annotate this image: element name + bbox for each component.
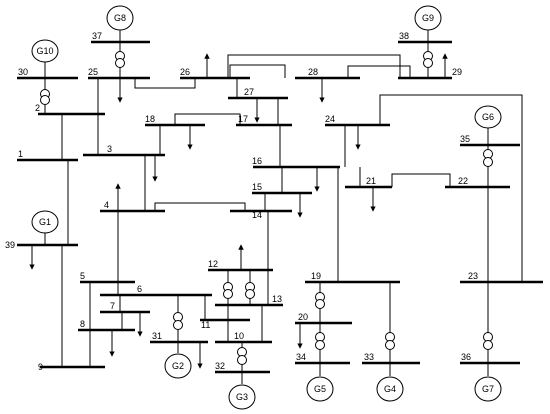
- bus-bars: [17, 40, 543, 374]
- bus-label-38: 38: [399, 31, 409, 41]
- transformer-30-2: [40, 89, 50, 105]
- transformer-12-11: [223, 282, 233, 299]
- transformer-10-32: [237, 347, 247, 365]
- transformer-37-25: [115, 51, 125, 68]
- bus-label-39: 39: [5, 240, 15, 250]
- bus-label-6: 6: [137, 284, 142, 294]
- transmission-lines: [44, 30, 523, 384]
- generator-g4-label: G4: [384, 384, 396, 394]
- generator-g8-circle: [106, 5, 134, 31]
- line-17-18: [174, 113, 241, 125]
- transformer-38-29: [423, 51, 433, 68]
- generator-g1-circle: [31, 210, 59, 234]
- line-24-23: [379, 94, 523, 282]
- transformer-23-36: [483, 332, 493, 350]
- bus-label-21: 21: [366, 176, 376, 186]
- generator-g1-label: G1: [39, 217, 51, 227]
- generator-g4-circle: [376, 376, 404, 402]
- generator-g9-circle: [414, 5, 442, 31]
- line-25-26: [134, 78, 196, 89]
- generator-g7-circle: [474, 376, 502, 402]
- bus-label-8: 8: [80, 319, 85, 329]
- bus-label-22: 22: [458, 176, 468, 186]
- bus-label-30: 30: [18, 67, 28, 77]
- generator-g10-label: G10: [36, 46, 53, 56]
- generator-g8-label: G8: [114, 13, 126, 23]
- bus-label-26: 26: [180, 67, 190, 77]
- bus-label-5: 5: [80, 271, 85, 281]
- bus-label-33: 33: [364, 352, 374, 362]
- bus-label-24: 24: [325, 114, 335, 124]
- transformer-12-13: [245, 282, 255, 299]
- generator-g3-circle: [228, 384, 256, 410]
- generator-g2-label: G2: [172, 361, 184, 371]
- bus-label-9: 9: [38, 362, 43, 372]
- bus-label-29: 29: [452, 67, 462, 77]
- bus-label-27: 27: [244, 87, 254, 97]
- generator-g7-label: G7: [482, 384, 494, 394]
- bus-label-34: 34: [296, 352, 306, 362]
- transformers: [40, 51, 493, 365]
- generator-labels: G10 G8 G9 G6 G1 G2 G3 G5 G4 G7: [36, 13, 494, 402]
- bus-label-3: 3: [107, 144, 112, 154]
- bus-label-12: 12: [208, 259, 218, 269]
- bus-label-1: 1: [18, 149, 23, 159]
- generator-g6-label: G6: [482, 112, 494, 122]
- bus-number-labels: 30 2 1 39 37 25 26 28 29 38 27 18 17 24 …: [5, 31, 478, 372]
- transformer-20-34: [315, 332, 325, 350]
- generator-g10-circle: [31, 39, 59, 63]
- generator-g9-label: G9: [422, 13, 434, 23]
- bus-label-31: 31: [152, 331, 162, 341]
- bus-label-25: 25: [88, 67, 98, 77]
- bus-label-10: 10: [234, 331, 244, 341]
- bus-label-16: 16: [252, 156, 262, 166]
- generators: [31, 5, 502, 410]
- bus-label-13: 13: [272, 294, 282, 304]
- bus-label-4: 4: [104, 200, 109, 210]
- bus-label-23: 23: [468, 271, 478, 281]
- bus-label-36: 36: [461, 352, 471, 362]
- bus-label-7: 7: [110, 301, 115, 311]
- bus-label-32: 32: [215, 361, 225, 371]
- bus-label-28: 28: [308, 67, 318, 77]
- line-21-22: [391, 173, 451, 187]
- bus-label-35: 35: [460, 134, 470, 144]
- bus-label-14: 14: [252, 210, 262, 220]
- line-26-28: [229, 64, 286, 78]
- generator-g5-circle: [306, 376, 334, 402]
- transformer-19-33: [385, 332, 395, 350]
- load-arrows: [29, 53, 448, 369]
- generator-g5-label: G5: [314, 384, 326, 394]
- bus-label-18: 18: [145, 114, 155, 124]
- bus-label-17: 17: [238, 114, 248, 124]
- transformer-19-20: [315, 292, 325, 309]
- line-4-14: [154, 202, 246, 211]
- transformer-35-22: [483, 149, 493, 167]
- generator-g3-label: G3: [236, 392, 248, 402]
- transformer-6-31: [173, 312, 183, 330]
- bus-label-2: 2: [35, 103, 40, 113]
- bus-label-15: 15: [252, 182, 262, 192]
- generator-g2-circle: [164, 353, 192, 379]
- bus-label-20: 20: [298, 312, 308, 322]
- generator-g6-circle: [474, 105, 502, 129]
- bus-label-11: 11: [201, 320, 210, 330]
- line-28-29: [347, 65, 411, 78]
- bus-label-37: 37: [92, 31, 102, 41]
- bus-label-19: 19: [311, 271, 321, 281]
